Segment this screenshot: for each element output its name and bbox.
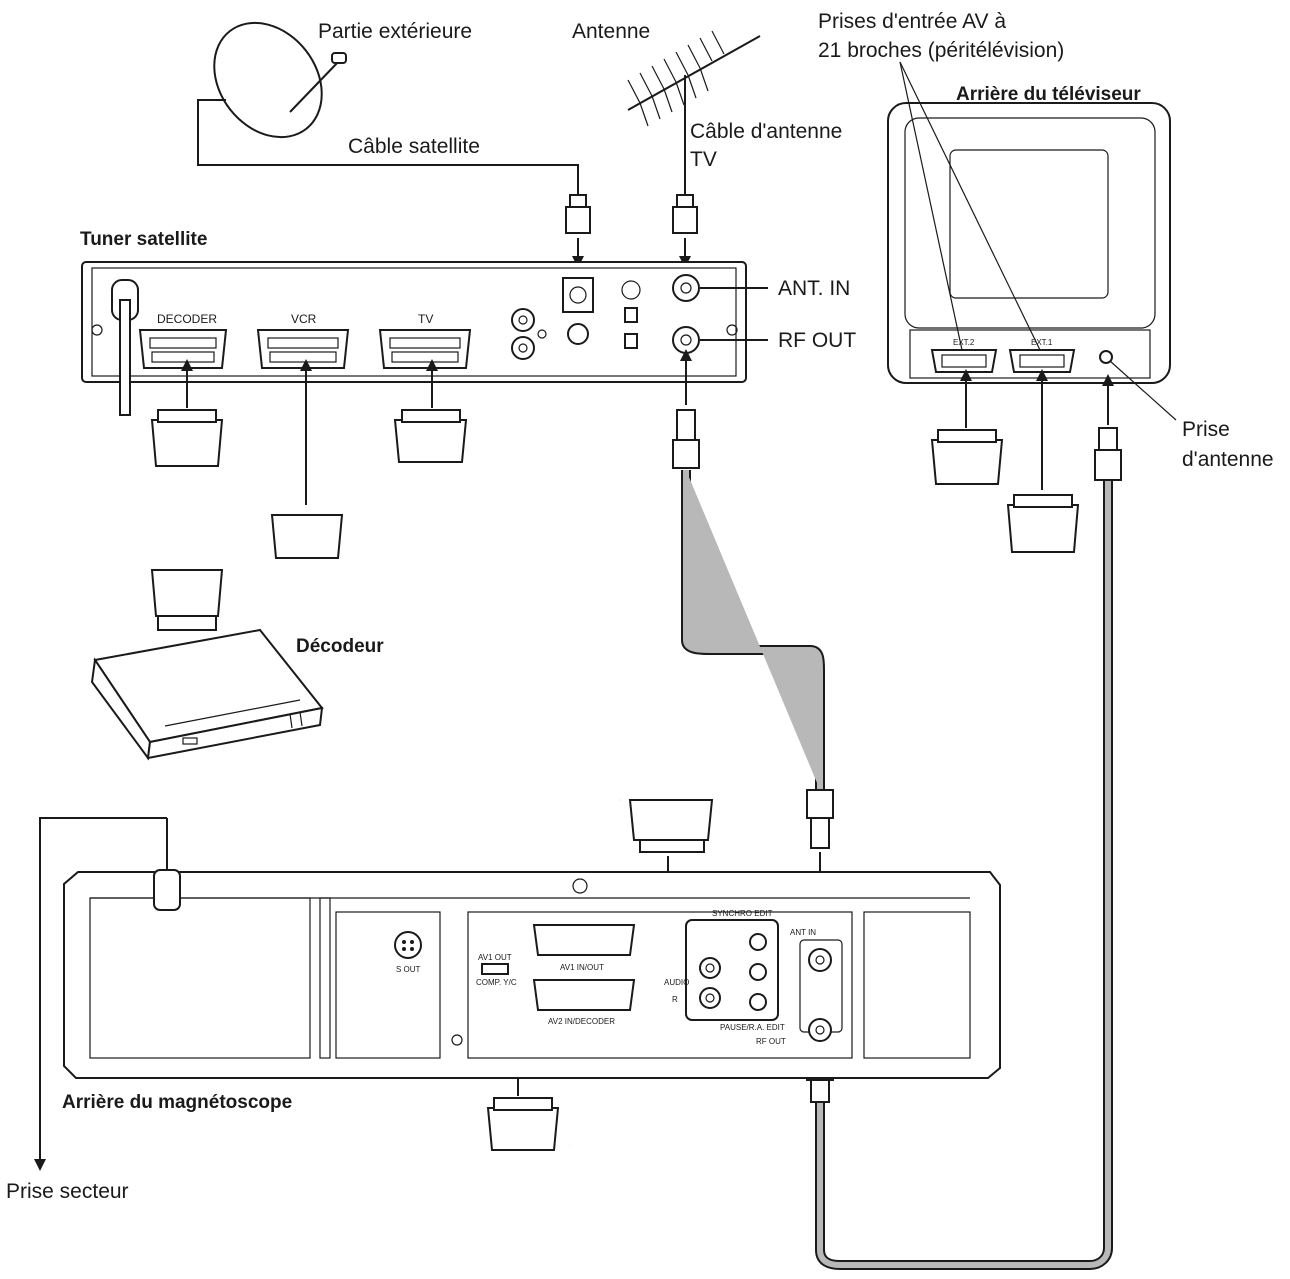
- antenna-socket-label-line1: Prise: [1182, 418, 1230, 441]
- vcr-av2-port-label: AV2 IN/DECODER: [548, 1017, 615, 1026]
- decoder-device-title: Décodeur: [296, 636, 384, 657]
- outdoor-unit-label: Partie extérieure: [318, 20, 472, 43]
- vcr-scart-plug-tuner: [270, 359, 344, 559]
- antenna-icon: [627, 30, 761, 200]
- tv-antenna-cable-label-line2: TV: [690, 148, 717, 171]
- tuner-tv-port: [378, 329, 472, 369]
- mains-socket-label: Prise secteur: [6, 1180, 129, 1203]
- antenna-cable-plug: [672, 194, 698, 268]
- decoder-scart-plug-bottom: [150, 569, 224, 631]
- tuner-vcr-port: [256, 329, 350, 369]
- satellite-tuner-title: Tuner satellite: [80, 229, 207, 250]
- vcr-ant-in-label: ANT IN: [790, 928, 816, 937]
- vcr-synchro-edit-label: SYNCHRO EDIT: [712, 909, 773, 918]
- antenna-label: Antenne: [572, 20, 650, 43]
- av-inputs-label-line1: Prises d'entrée AV à: [818, 10, 1006, 33]
- rf-plug-tuner: [672, 349, 700, 469]
- vcr-rear: [34, 817, 1001, 1171]
- decoder-device: [90, 628, 324, 761]
- vcr-rf-out-label: RF OUT: [756, 1037, 786, 1046]
- tv-scart-plug-ext2: [930, 369, 1004, 485]
- tv-scart-plug-tuner: [393, 359, 468, 463]
- tuner-ant-in-label: ANT. IN: [778, 277, 850, 300]
- vcr-rear-title: Arrière du magnétoscope: [62, 1092, 292, 1113]
- satellite-tuner: [81, 261, 768, 416]
- antenna-socket-label-line2: d'antenne: [1182, 448, 1274, 471]
- decoder-scart-plug-top: [150, 359, 224, 467]
- vcr-audio-label: AUDIO: [664, 978, 689, 987]
- tv-rear: [887, 102, 1177, 421]
- tv-antenna-cable-label-line1: Câble d'antenne: [690, 120, 842, 143]
- vcr-av1-out-switch-label: AV1 OUT: [478, 953, 512, 962]
- vcr-av1-port-label: AV1 IN/OUT: [560, 963, 604, 972]
- vcr-r-label: R: [672, 995, 678, 1004]
- tuner-tv-port-label: TV: [418, 312, 433, 326]
- satellite-dish-icon: [197, 21, 579, 200]
- tv-ext1-port: [1008, 349, 1076, 373]
- rf-plug-vcr-in: [806, 789, 834, 946]
- satellite-cable-plug: [565, 194, 591, 268]
- tuner-rf-out-label: RF OUT: [778, 329, 856, 352]
- vcr-s-out-label: S OUT: [396, 965, 421, 974]
- satellite-cable-label: Câble satellite: [348, 135, 480, 158]
- tuner-decoder-port-label: DECODER: [157, 312, 217, 326]
- vcr-comp-switch-label: COMP. Y/C: [476, 978, 517, 987]
- vcr-pause-edit-label: PAUSE/R.A. EDIT: [720, 1023, 785, 1032]
- tv-ext2-port: [930, 349, 998, 373]
- tuner-decoder-port: [138, 329, 228, 369]
- tv-rear-title: Arrière du téléviseur: [956, 84, 1141, 105]
- tv-ext2-port-label: EXT.2: [953, 338, 975, 347]
- tv-ext1-port-label: EXT.1: [1031, 338, 1053, 347]
- tv-scart-plug-ext1: [1006, 369, 1080, 553]
- rf-plug-tv: [1094, 374, 1122, 481]
- tuner-vcr-port-label: VCR: [291, 312, 317, 326]
- av-inputs-label-line2: 21 broches (péritélévision): [818, 39, 1064, 62]
